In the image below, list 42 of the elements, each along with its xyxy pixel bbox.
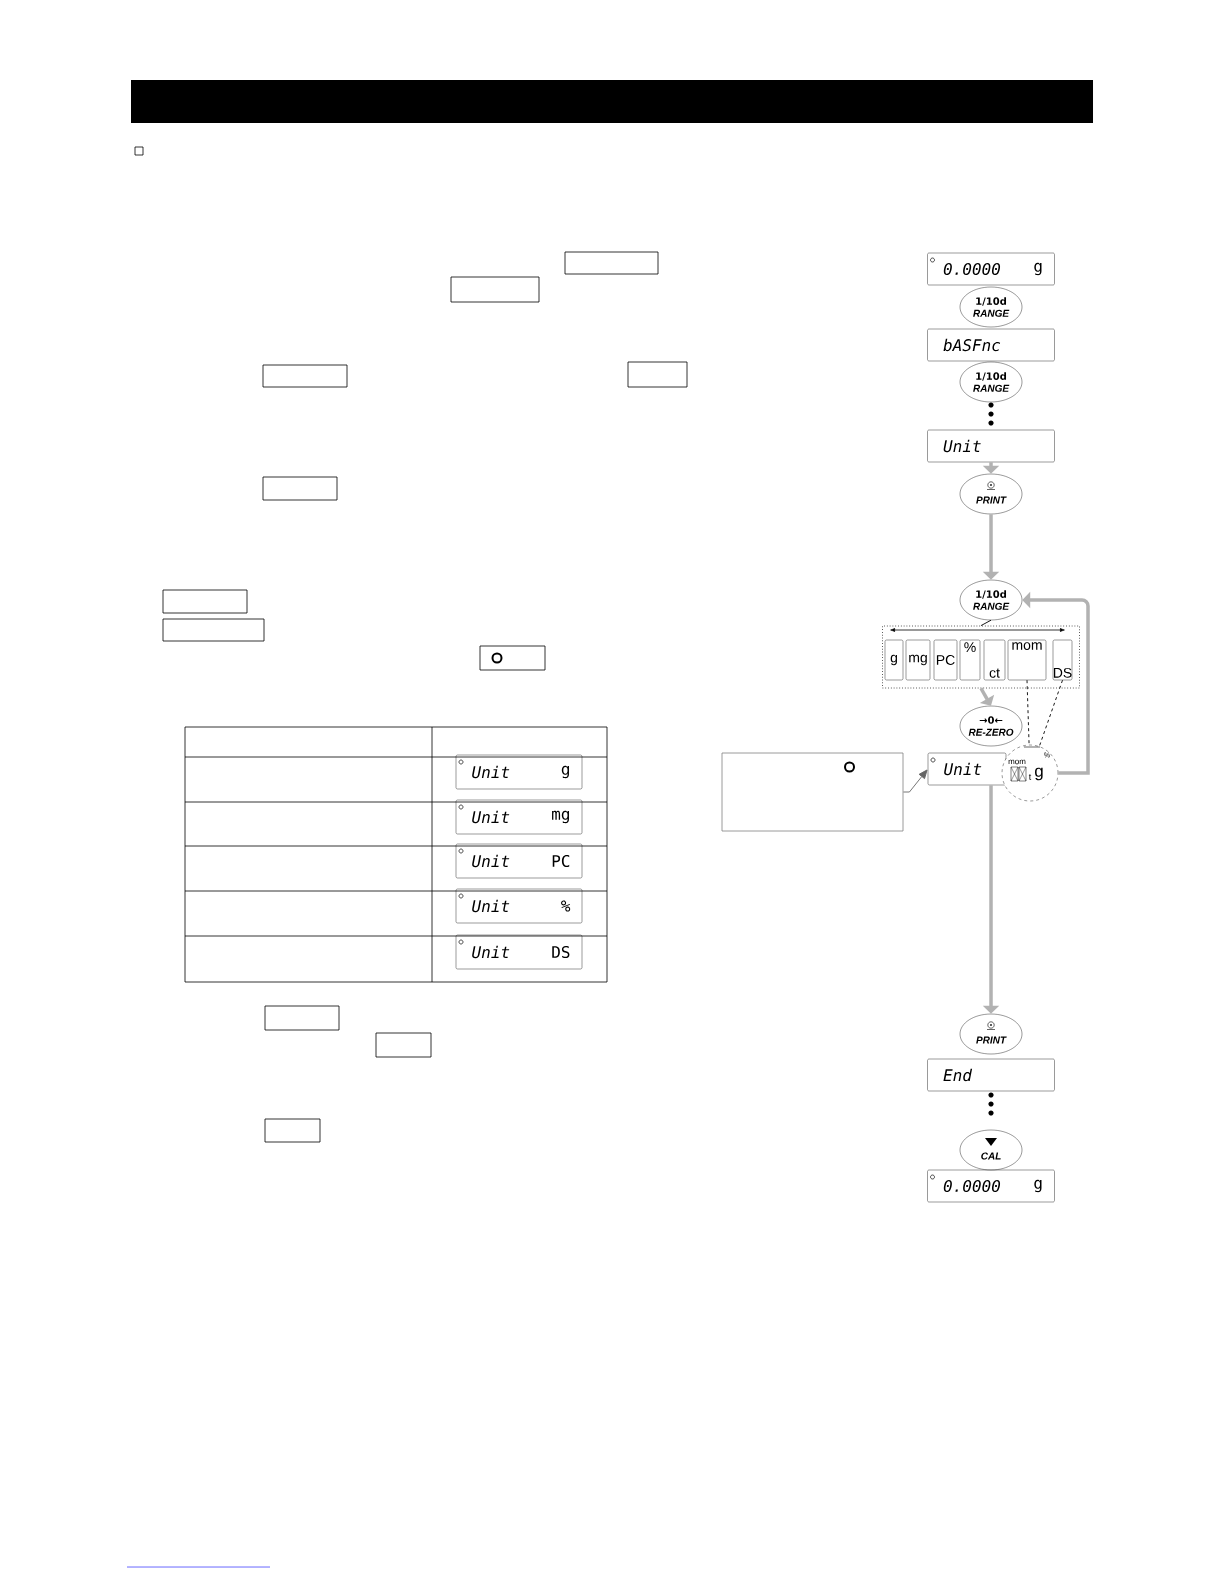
lcd-display: 0.0000 g bbox=[927, 252, 1055, 286]
unit-tile: mg bbox=[905, 639, 931, 681]
callout-box bbox=[721, 752, 904, 832]
lcd-display: bASFnc bbox=[927, 328, 1055, 362]
key-box bbox=[627, 361, 688, 388]
key-button: PRINT bbox=[959, 473, 1023, 515]
key-button: 1/10d RANGE bbox=[959, 286, 1023, 328]
unit-tile: PC bbox=[933, 639, 958, 681]
arrow bbox=[902, 769, 928, 793]
lcd-display: Unit PC bbox=[455, 843, 583, 879]
lcd-display: Unit mg bbox=[455, 799, 583, 835]
lcd-display: Unit DS bbox=[455, 934, 583, 970]
unit-tile: ct bbox=[983, 639, 1006, 681]
key-box bbox=[564, 251, 659, 275]
key-box bbox=[479, 645, 546, 671]
key-button: 1/10d RANGE bbox=[959, 361, 1023, 403]
lcd-display: 0.0000 g bbox=[927, 1169, 1055, 1203]
key-box bbox=[162, 589, 248, 614]
key-button: CAL bbox=[959, 1129, 1023, 1171]
key-button: 1/10d RANGE bbox=[959, 579, 1023, 621]
dotted-frame bbox=[882, 625, 1080, 689]
key-box bbox=[264, 1118, 321, 1143]
key-button: PRINT bbox=[959, 1013, 1023, 1055]
key-button: →0← RE-ZERO bbox=[959, 705, 1023, 747]
arrow bbox=[979, 687, 995, 706]
unit-tile: DS bbox=[1052, 639, 1073, 681]
lcd-display: Unit bbox=[927, 429, 1055, 463]
unit-tile: % bbox=[959, 639, 981, 681]
key-box bbox=[450, 276, 540, 303]
lcd-display: End bbox=[927, 1058, 1055, 1092]
lcd-display: Unit g bbox=[455, 754, 583, 790]
key-box bbox=[262, 476, 338, 501]
unit-tile: g bbox=[884, 639, 904, 681]
unit-tile: mom bbox=[1007, 639, 1047, 681]
lcd-display: Unit bbox=[927, 752, 1007, 786]
dotted-line bbox=[1038, 679, 1063, 748]
lcd-display: Unit % bbox=[455, 888, 583, 924]
key-box bbox=[375, 1032, 432, 1058]
key-box bbox=[262, 364, 348, 388]
key-box bbox=[264, 1005, 340, 1031]
key-box bbox=[162, 618, 265, 642]
dotted-line bbox=[1026, 679, 1030, 746]
